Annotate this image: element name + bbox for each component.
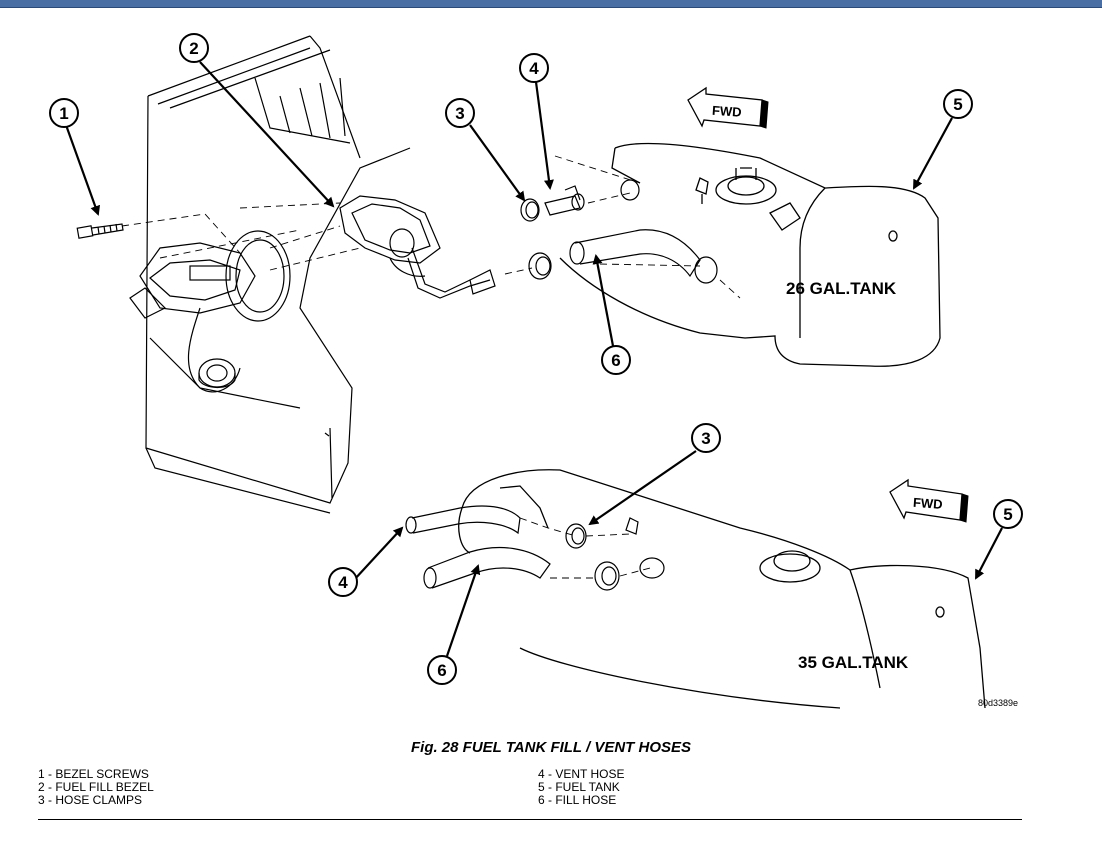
- bottom-hose-dashes: [519, 517, 651, 579]
- callout-6-top-label: 6: [611, 351, 620, 370]
- callout-1: 1: [49, 98, 79, 128]
- figure-caption: Fig. 28 FUEL TANK FILL / VENT HOSES: [410, 739, 692, 756]
- fwd-label-bottom: FWD: [913, 495, 944, 512]
- callout-5-bottom: 5: [993, 499, 1023, 529]
- callout-6-top: 6: [601, 345, 631, 375]
- legend-item-2: 2 - FUEL FILL BEZEL: [38, 780, 154, 794]
- callout-5-bottom-label: 5: [1003, 505, 1012, 524]
- fwd-arrow-bottom: FWD: [889, 478, 969, 523]
- tank-26-gal: [559, 142, 941, 367]
- callout-6-bottom-label: 6: [437, 661, 446, 680]
- callout-6-bottom: 6: [427, 655, 457, 685]
- legend-item-6: 6 - FILL HOSE: [538, 793, 617, 807]
- top-fill-hose: [469, 229, 701, 295]
- bezel-leader-dashes: [159, 202, 361, 271]
- bezel-screw: [76, 223, 124, 239]
- top-hose-dashes: [504, 155, 741, 299]
- callout-2: 2: [179, 33, 209, 63]
- bottom-hose-clamps: [565, 517, 665, 591]
- legend-item-4: 4 - VENT HOSE: [538, 767, 625, 781]
- fuel-fill-door: [129, 230, 291, 393]
- tank-label-26: 26 GAL.TANK: [786, 279, 897, 298]
- callout-3-bottom-label: 3: [701, 429, 710, 448]
- legend-right-column: 4 - VENT HOSE 5 - FUEL TANK 6 - FILL HOS…: [538, 768, 624, 807]
- callout-4-bottom: 4: [328, 567, 358, 597]
- callout-3-top-label: 3: [455, 104, 464, 123]
- callout-5-top-label: 5: [953, 95, 962, 114]
- callout-leaders: [64, 61, 1003, 657]
- callout-3-bottom: 3: [691, 423, 721, 453]
- window-top-bar: [0, 0, 1102, 8]
- screw-leader-dashes: [121, 213, 241, 254]
- callout-5-top: 5: [943, 89, 973, 119]
- callout-1-label: 1: [59, 104, 68, 123]
- legend-item-1: 1 - BEZEL SCREWS: [38, 767, 149, 781]
- fuel-fill-bezel: [339, 195, 491, 299]
- fwd-label-top: FWD: [712, 103, 743, 120]
- figure-code: 80d3389e: [978, 698, 1018, 708]
- legend-left-column: 1 - BEZEL SCREWS 2 - FUEL FILL BEZEL 3 -…: [38, 768, 154, 807]
- tank-label-35: 35 GAL.TANK: [798, 653, 909, 672]
- bottom-vent-hose: [405, 505, 521, 535]
- legend-divider: [38, 819, 1022, 820]
- callout-3-top: 3: [445, 98, 475, 128]
- fuel-tank-diagram: FWD FWD 1 2 3 4 5 6: [49, 33, 1023, 709]
- vehicle-body-panel: [145, 35, 411, 514]
- fwd-arrow-top: FWD: [687, 86, 769, 129]
- top-hose-clamps: [520, 179, 718, 284]
- callout-4-top: 4: [519, 53, 549, 83]
- top-vent-hose: [544, 185, 585, 216]
- fuel-cap: [198, 358, 236, 389]
- callout-4-bottom-label: 4: [338, 573, 348, 592]
- callout-4-top-label: 4: [529, 59, 539, 78]
- bottom-fill-hose: [423, 546, 551, 589]
- legend-item-5: 5 - FUEL TANK: [538, 780, 620, 794]
- tank-35-gal: [458, 469, 986, 709]
- callout-2-label: 2: [189, 39, 198, 58]
- legend-item-3: 3 - HOSE CLAMPS: [38, 793, 143, 807]
